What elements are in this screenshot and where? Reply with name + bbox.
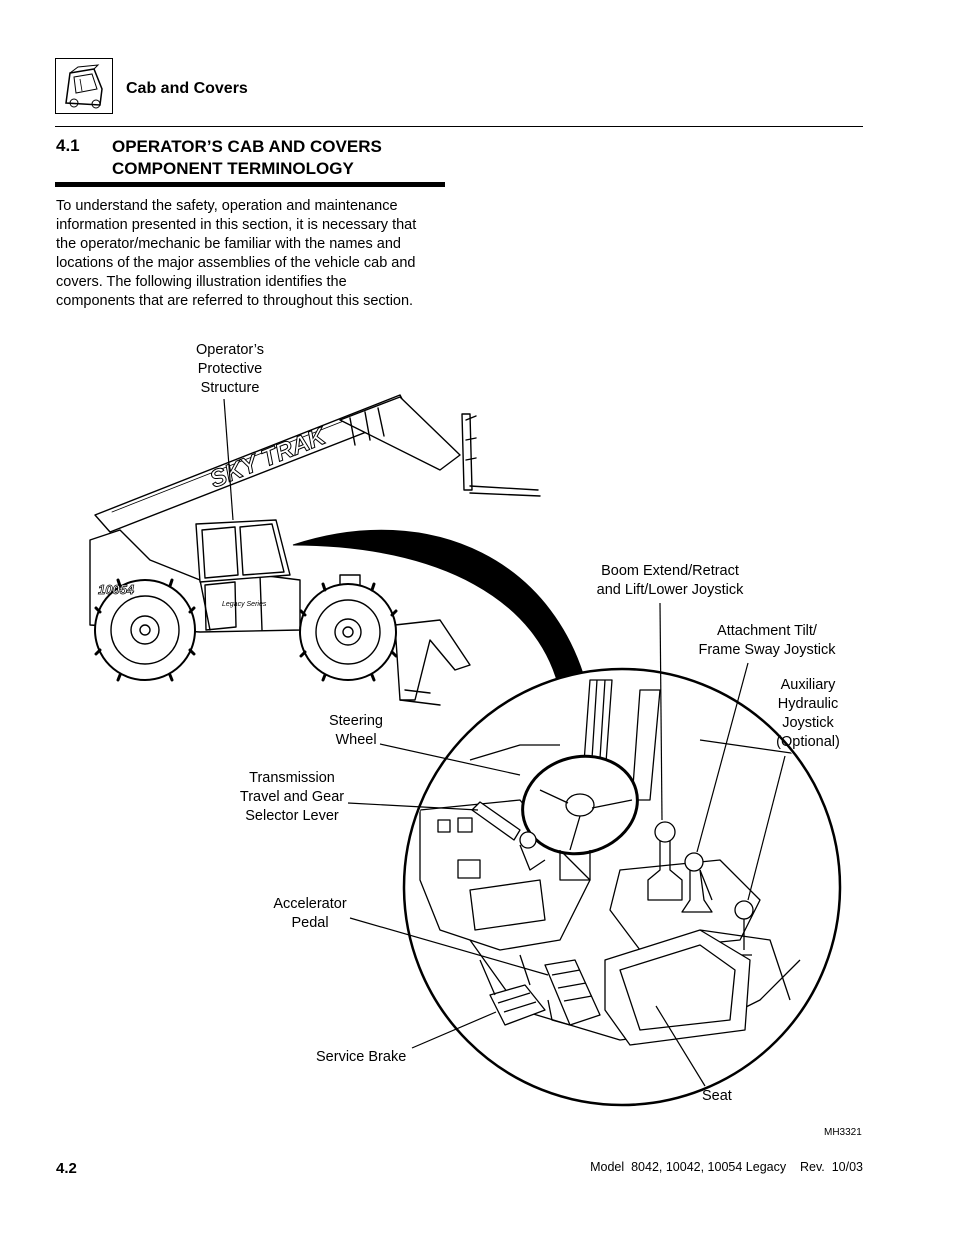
label-line: Attachment Tilt/ (717, 623, 817, 639)
section-title: OPERATOR’S CAB AND COVERS COMPONENT TERM… (112, 136, 382, 180)
intro-paragraph: To understand the safety, operation and … (56, 197, 451, 311)
label-line: Accelerator (273, 896, 347, 912)
attachment-joystick (681, 869, 713, 913)
label-transmission-lever: Transmission Travel and Gear Selector Le… (232, 769, 352, 826)
header-divider (55, 126, 863, 127)
intro-line: covers. The following illustration ident… (56, 274, 347, 290)
header-section-title: Cab and Covers (126, 80, 248, 97)
label-line: Transmission (249, 770, 335, 786)
callout-line-steer (379, 743, 521, 776)
label-line: Frame Sway Joystick (698, 642, 836, 658)
intro-line: information presented in this section, i… (56, 217, 417, 233)
intro-line: locations of the major assemblies of the… (56, 255, 416, 271)
label-line: Hydraulic (777, 696, 839, 712)
section-title-line-1: OPERATOR’S CAB AND COVERS (112, 137, 382, 156)
chassis-model-text: 10054 (98, 582, 135, 597)
label-line: Auxiliary (780, 677, 836, 693)
label-line: and Lift/Lower Joystick (596, 582, 744, 598)
label-accelerator-pedal: Accelerator Pedal (266, 895, 354, 933)
label-line: Wheel (335, 732, 377, 748)
section-title-line-2: COMPONENT TERMINOLOGY (112, 159, 354, 178)
section-rule (55, 182, 445, 187)
label-boom-joystick: Boom Extend/Retract and Lift/Lower Joyst… (586, 562, 754, 600)
footer-model-revision: Model 8042, 10042, 10054 Legacy Rev. 10/… (590, 1160, 863, 1174)
accelerator-pedal (544, 959, 601, 1026)
intro-line: the operator/mechanic be familiar with t… (56, 236, 401, 252)
callout-line-aux (747, 755, 786, 901)
cab-structure (195, 519, 291, 583)
label-service-brake: Service Brake (316, 1048, 406, 1067)
stabilizer (394, 619, 471, 701)
cab-icon (55, 58, 113, 114)
intro-line: components that are referred to througho… (56, 293, 414, 309)
page-number: 4.2 (56, 1160, 77, 1177)
callout-line-seat (655, 1005, 706, 1087)
label-line: Pedal (291, 915, 329, 931)
label-line: Travel and Gear (239, 789, 345, 805)
label-line: Selector Lever (245, 808, 339, 824)
boom-joystick (647, 830, 683, 901)
label-attachment-joystick: Attachment Tilt/ Frame Sway Joystick (690, 622, 844, 660)
intro-line: To understand the safety, operation and … (56, 198, 398, 214)
callout-line-attach (696, 662, 749, 853)
chassis-series-text: Legacy Series (222, 601, 267, 608)
callout-line-brake (411, 1011, 497, 1049)
label-line: Operator’s (196, 342, 264, 358)
label-line: Boom Extend/Retract (601, 563, 739, 579)
forks (461, 413, 473, 491)
figure-code: MH3321 (824, 1127, 862, 1138)
callout-line-trans (347, 802, 479, 811)
label-line: Joystick (782, 715, 834, 731)
label-line: Structure (200, 380, 260, 396)
label-seat: Seat (702, 1087, 732, 1106)
label-line: Protective (197, 361, 263, 377)
service-brake-pedal (489, 984, 546, 1026)
boom-brand-text: SKY TRAK (206, 422, 331, 493)
transmission-lever (471, 801, 521, 841)
label-line: Steering (328, 713, 383, 729)
callout-line-boom (659, 602, 663, 821)
callout-line-ops (223, 398, 234, 521)
label-operators-protective-structure: Operator’s Protective Structure (190, 341, 270, 398)
callout-line-accel (349, 917, 549, 976)
section-number: 4.1 (56, 136, 80, 155)
label-steering-wheel: Steering Wheel (320, 712, 392, 750)
label-line: Seat (702, 1088, 732, 1104)
label-auxiliary-joystick: Auxiliary Hydraulic Joystick (Optional) (768, 676, 848, 752)
label-line: (Optional) (776, 734, 840, 750)
label-line: Service Brake (316, 1049, 407, 1065)
